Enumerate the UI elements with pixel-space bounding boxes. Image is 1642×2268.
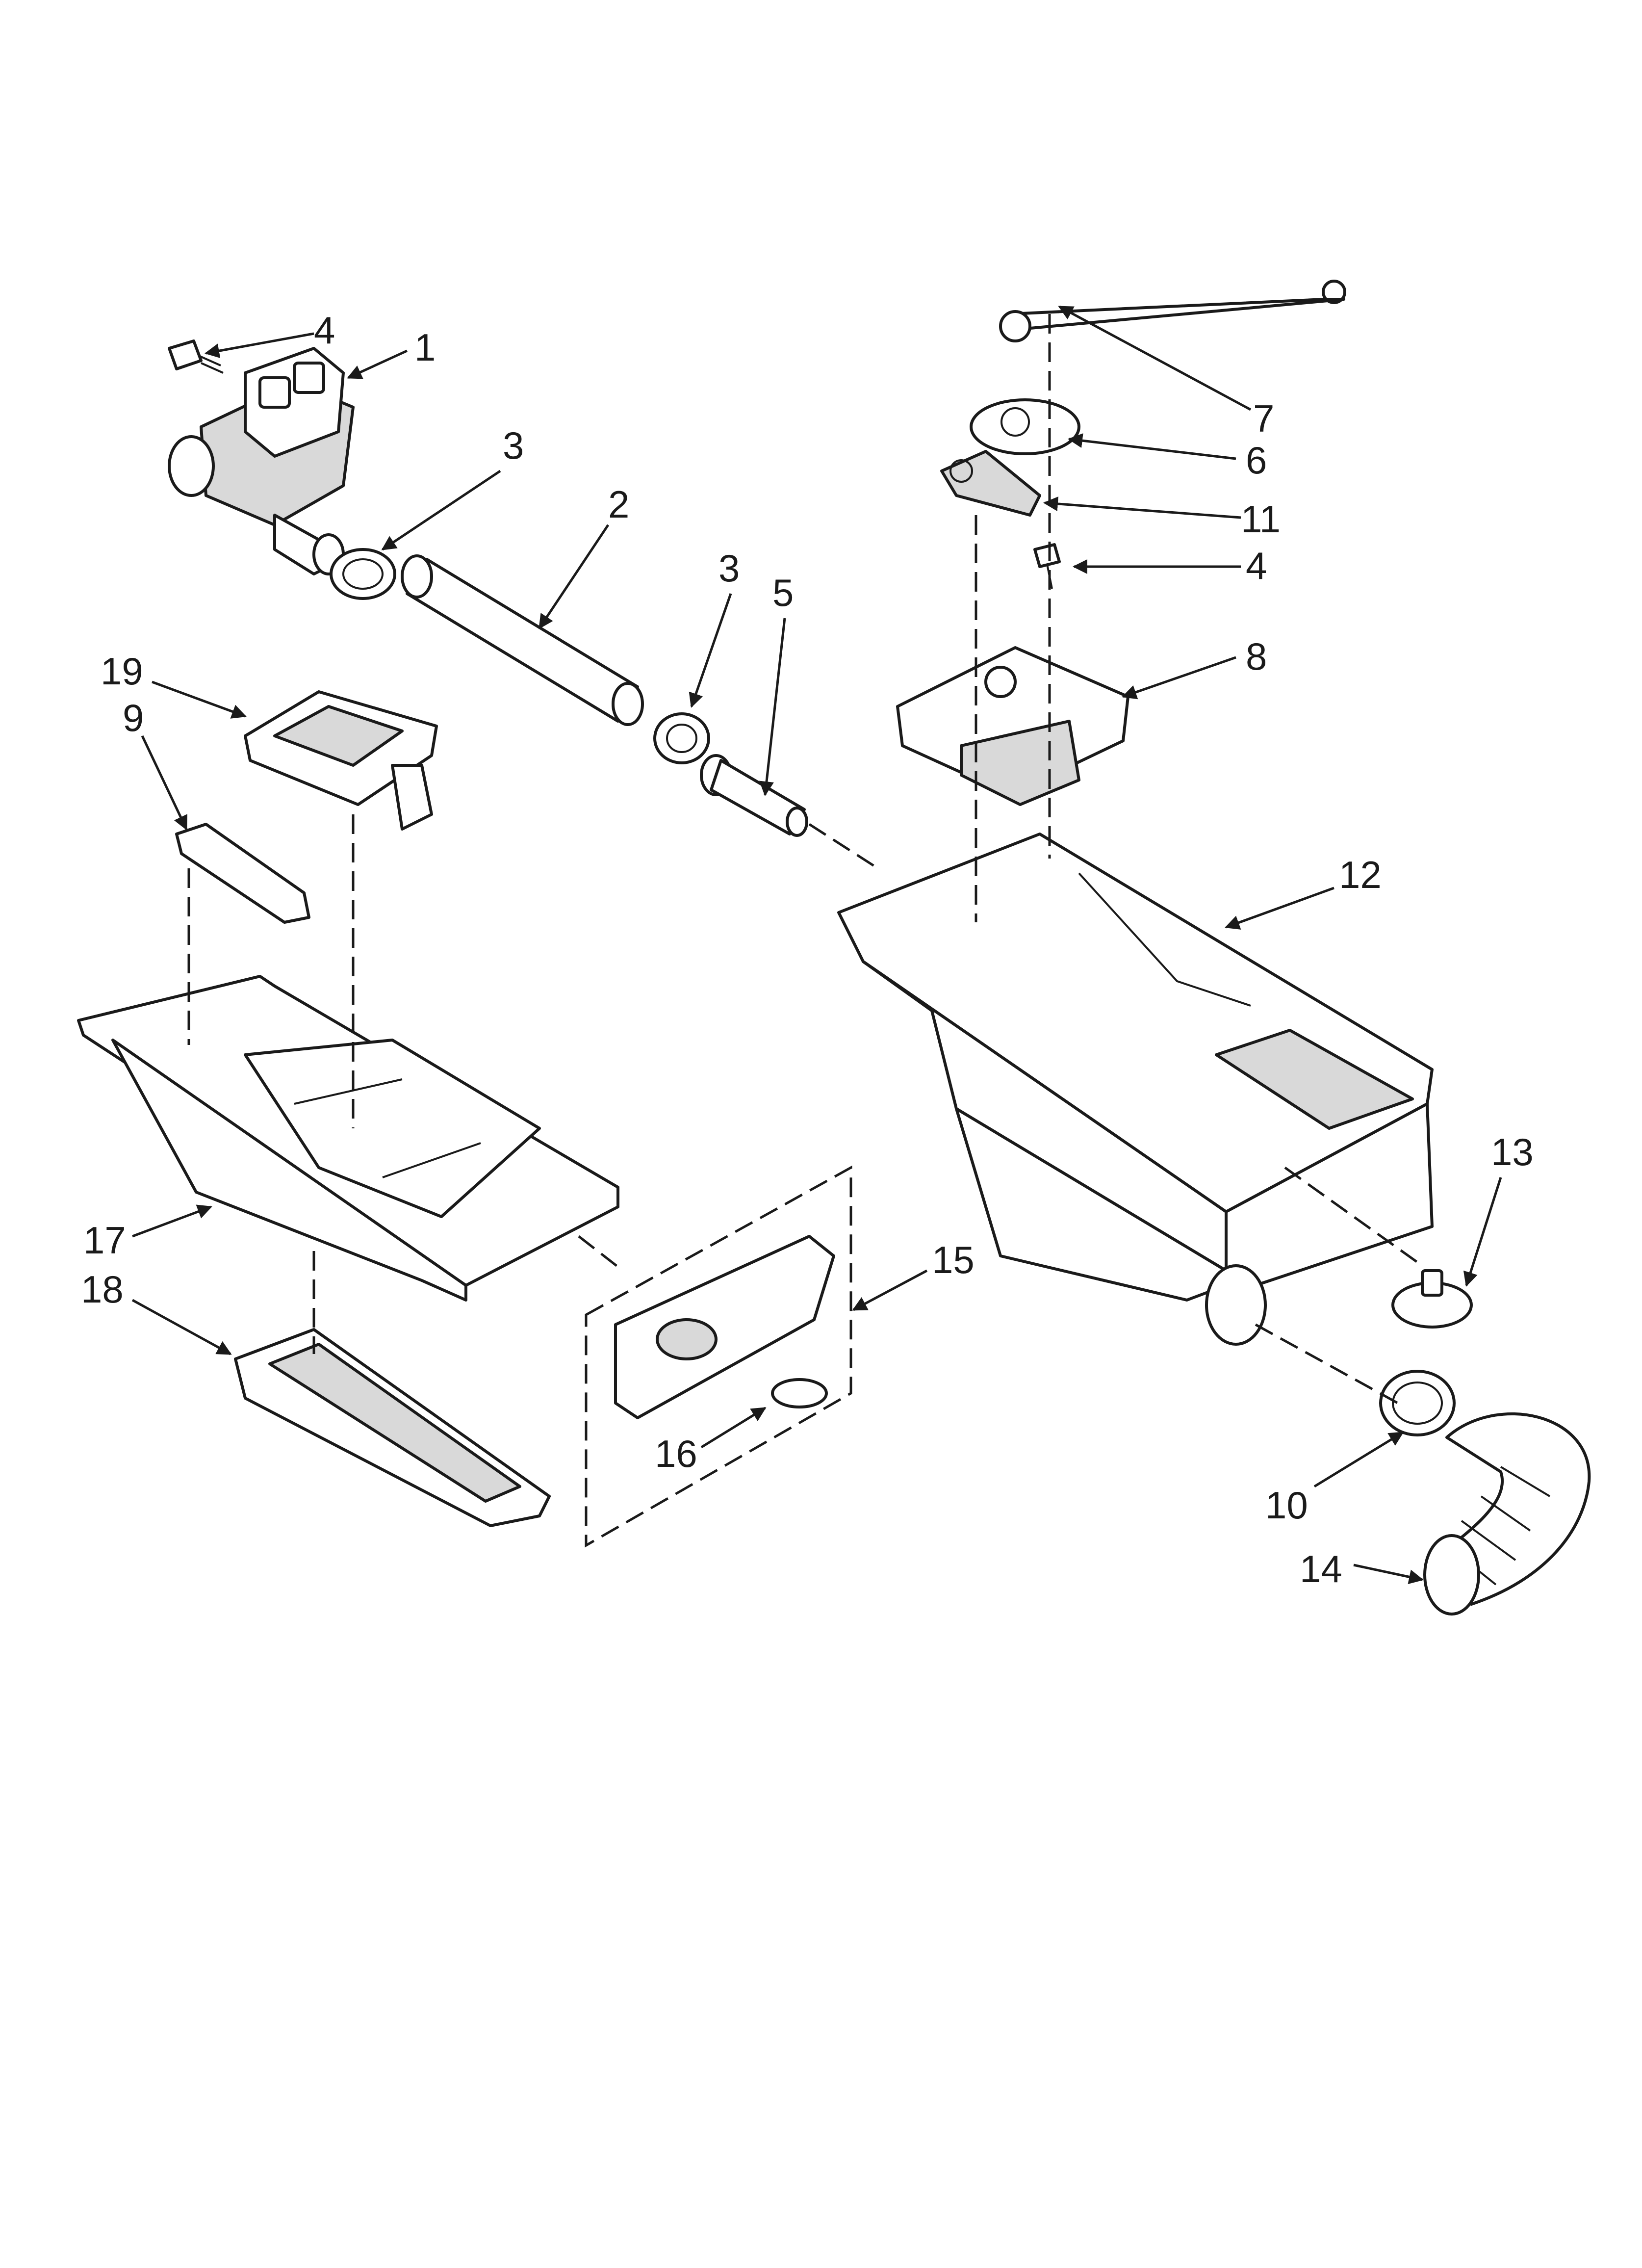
callout-12: 12 [1339,853,1382,896]
alignment-lines [187,314,1423,1405]
callout-17: 17 [83,1219,126,1262]
part-cam [970,398,1080,455]
part-hose-clamp-lower [653,712,710,764]
callout-8: 8 [1246,635,1267,678]
callout-11: 11 [1241,497,1281,541]
callout-4-right: 4 [1246,544,1267,587]
part-drawer-housing [77,975,619,1302]
callout-16: 16 [655,1432,697,1475]
part-link-arm [999,280,1346,342]
part-actuator-motor [896,646,1129,806]
part-gasket [940,450,1041,517]
part-nozzle [700,754,808,837]
part-drawer-handle-gasket [771,1378,828,1408]
callout-10: 10 [1265,1484,1308,1527]
callout-13: 13 [1491,1130,1534,1173]
part-pressure-switch [1391,1269,1473,1329]
part-water-valve [168,347,355,575]
part-hose-clamp-drain [1379,1370,1456,1436]
callout-18: 18 [81,1268,124,1311]
callout-4-top: 4 [314,309,335,352]
part-hose-clamp-upper [330,548,396,600]
callout-6: 6 [1246,439,1267,482]
part-dispenser-bracket [244,690,438,831]
callout-2: 2 [608,483,629,526]
part-screw-top-left [168,339,224,374]
part-drawer-front-group [585,1165,852,1548]
part-screw-right [1033,543,1061,589]
callout-19: 19 [101,650,143,693]
callout-5: 5 [772,571,794,614]
callout-15: 15 [932,1238,975,1281]
part-siphon-lever [175,823,310,924]
callout-1: 1 [414,326,436,369]
callout-3-upper: 3 [503,424,524,467]
callout-14: 14 [1300,1547,1342,1590]
part-bellows-hose [1423,1412,1591,1616]
part-dispenser-housing [837,833,1434,1346]
part-drawer-tray [234,1328,551,1527]
callout-labels: 4 1 3 2 3 5 19 9 7 6 11 4 8 12 13 17 15 … [81,309,1534,1590]
callout-3-lower: 3 [718,547,740,590]
part-inlet-hose [401,554,644,726]
leader-arrows [131,305,1502,1585]
callout-7: 7 [1253,397,1274,440]
callout-9: 9 [123,696,144,739]
